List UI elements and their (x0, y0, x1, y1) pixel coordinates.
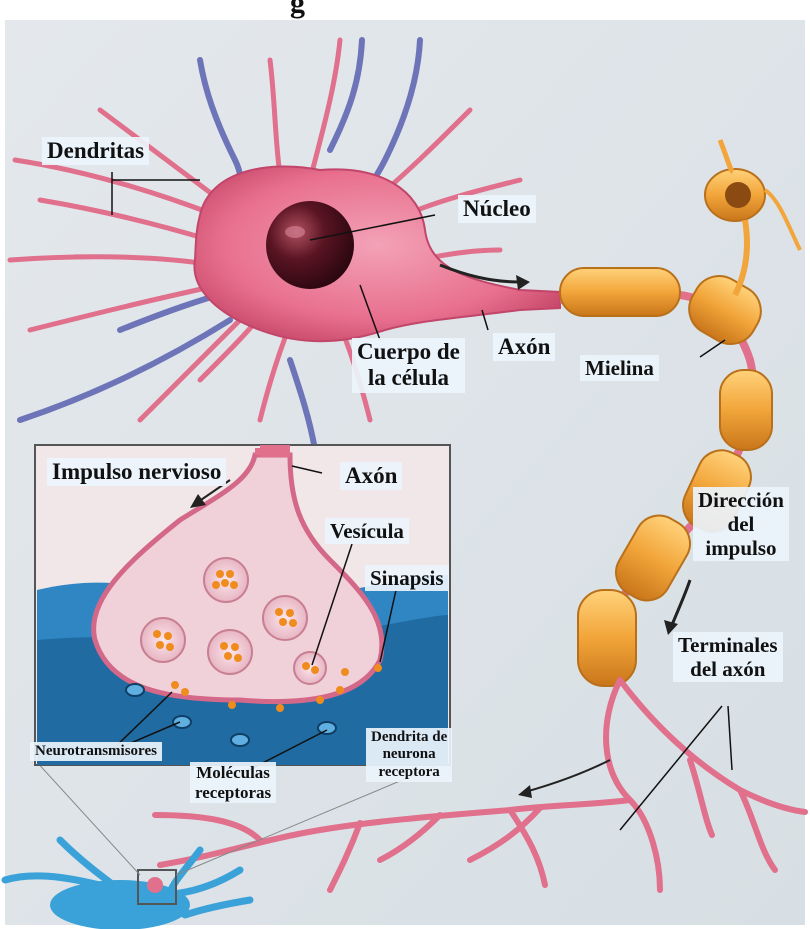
label-moleculas-line1: Moléculas (195, 763, 271, 783)
synapse-inset (35, 445, 450, 772)
nucleus (266, 201, 354, 289)
label-axon-inset: Axón (340, 462, 402, 490)
label-vesicula: Vesícula (325, 518, 409, 544)
label-mielina: Mielina (580, 355, 659, 381)
label-direccion-line2: del (698, 512, 784, 536)
label-direccion-impulso: Dirección del impulso (693, 487, 789, 561)
label-terminales-line2: del axón (678, 657, 778, 681)
label-dendrita-line3: receptora (371, 764, 447, 781)
label-dendrita-line1: Dendrita de (371, 729, 447, 746)
label-dendritas: Dendritas (42, 137, 149, 165)
label-dendrita-line2: neurona (371, 746, 447, 763)
label-direccion-line3: impulso (698, 536, 784, 560)
label-sinapsis: Sinapsis (365, 565, 449, 591)
nucleus-highlight (285, 226, 305, 238)
label-axon-top: Axón (493, 333, 555, 361)
label-cuerpo-line1: Cuerpo de (357, 339, 460, 365)
label-impulso-nervioso: Impulso nervioso (47, 458, 226, 486)
label-cuerpo-celula: Cuerpo de la célula (352, 338, 465, 393)
label-direccion-line1: Dirección (698, 488, 784, 512)
synapse-point (147, 877, 163, 893)
label-dendrita-receptora: Dendrita de neurona receptora (366, 728, 452, 782)
label-nucleo: Núcleo (458, 195, 536, 223)
label-neurotransmisores: Neurotransmisores (30, 742, 162, 761)
label-moleculas-line2: receptoras (195, 783, 271, 803)
label-cuerpo-line2: la célula (357, 365, 460, 391)
label-terminales-line1: Terminales (678, 633, 778, 657)
title-fragment: g (290, 0, 305, 20)
label-moleculas-receptoras: Moléculas receptoras (190, 762, 276, 803)
label-terminales-axon: Terminales del axón (673, 632, 783, 682)
